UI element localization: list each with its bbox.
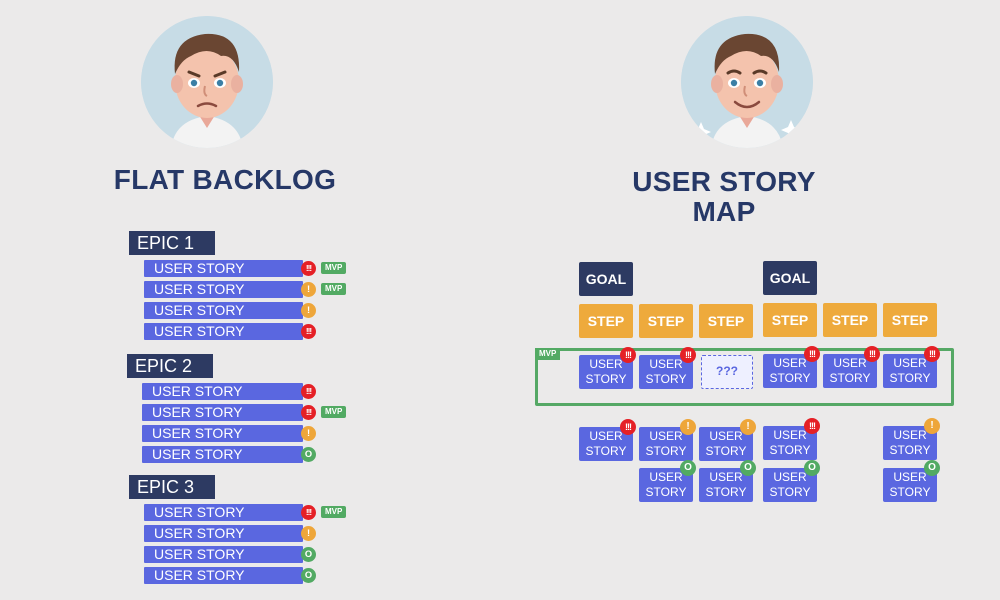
flat-backlog-title: FLAT BACKLOG xyxy=(113,164,337,195)
backlog-user-story: USER STORY xyxy=(144,525,303,542)
backlog-user-story: USER STORY xyxy=(142,425,303,442)
backlog-user-story: USER STORY xyxy=(144,504,303,521)
priority-badge: O xyxy=(301,568,316,583)
step-card: STEP xyxy=(883,303,937,337)
placeholder-story-card: ??? xyxy=(701,355,753,389)
backlog-user-story: USER STORY xyxy=(144,260,303,277)
backlog-user-story: USER STORY xyxy=(142,446,303,463)
mvp-release-box xyxy=(535,348,954,406)
backlog-user-story: USER STORY xyxy=(144,302,303,319)
priority-badge: O xyxy=(740,460,756,476)
map-user-story-card: USER STORY xyxy=(763,426,817,460)
priority-badge: O xyxy=(680,460,696,476)
goal-card: GOAL xyxy=(763,261,817,295)
priority-badge: !!! xyxy=(620,419,636,435)
step-card: STEP xyxy=(823,303,877,337)
story-map-title-line2: MAP xyxy=(692,196,756,227)
story-map-title-line1: USER STORY xyxy=(632,166,816,197)
priority-badge: ! xyxy=(740,419,756,435)
priority-badge: ! xyxy=(301,426,316,441)
priority-badge: ! xyxy=(924,418,940,434)
goal-card: GOAL xyxy=(579,262,633,296)
happy-avatar-icon xyxy=(681,16,813,148)
priority-badge: ! xyxy=(301,282,316,297)
epic-header: EPIC 1 xyxy=(129,231,215,255)
mvp-tag: MVP xyxy=(321,283,347,295)
priority-badge: !!! xyxy=(301,405,316,420)
mvp-tag: MVP xyxy=(321,262,347,274)
step-card: STEP xyxy=(699,304,753,338)
priority-badge: !!! xyxy=(804,346,820,362)
map-user-story-card: USER STORY xyxy=(823,354,877,388)
backlog-user-story: USER STORY xyxy=(144,546,303,563)
priority-badge: !!! xyxy=(864,346,880,362)
backlog-user-story: USER STORY xyxy=(142,383,303,400)
mvp-release-tag: MVP xyxy=(535,348,561,360)
priority-badge: ! xyxy=(301,303,316,318)
priority-badge: O xyxy=(301,547,316,562)
map-user-story-card: USER STORY xyxy=(639,355,693,389)
map-user-story-card: USER STORY xyxy=(699,468,753,502)
map-user-story-card: USER STORY xyxy=(763,468,817,502)
priority-badge: ! xyxy=(301,526,316,541)
priority-badge: ! xyxy=(680,419,696,435)
priority-badge: !!! xyxy=(301,261,316,276)
priority-badge: !!! xyxy=(924,346,940,362)
priority-badge: !!! xyxy=(620,347,636,363)
step-card: STEP xyxy=(639,304,693,338)
priority-badge: !!! xyxy=(680,347,696,363)
priority-badge: O xyxy=(924,460,940,476)
priority-badge: !!! xyxy=(804,418,820,434)
backlog-user-story: USER STORY xyxy=(144,567,303,584)
mvp-tag: MVP xyxy=(321,506,347,518)
priority-badge: !!! xyxy=(301,505,316,520)
map-user-story-card: USER STORY xyxy=(763,354,817,388)
priority-badge: O xyxy=(301,447,316,462)
priority-badge: !!! xyxy=(301,384,316,399)
backlog-user-story: USER STORY xyxy=(144,281,303,298)
priority-badge: O xyxy=(804,460,820,476)
map-user-story-card: USER STORY xyxy=(883,354,937,388)
step-card: STEP xyxy=(579,304,633,338)
epic-header: EPIC 3 xyxy=(129,475,215,499)
backlog-user-story: USER STORY xyxy=(144,323,303,340)
priority-badge: !!! xyxy=(301,324,316,339)
step-card: STEP xyxy=(763,303,817,337)
mvp-tag: MVP xyxy=(321,406,347,418)
backlog-user-story: USER STORY xyxy=(142,404,303,421)
epic-header: EPIC 2 xyxy=(127,354,213,378)
worried-avatar-icon xyxy=(141,16,273,148)
